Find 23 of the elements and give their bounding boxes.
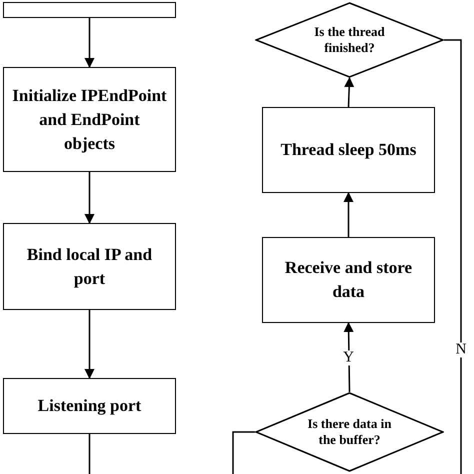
process-box	[3, 378, 176, 434]
arrow	[344, 77, 354, 108]
process-box	[3, 223, 176, 310]
arrow	[344, 322, 354, 392]
edge-label: N	[454, 342, 468, 358]
edge-label: Y	[342, 350, 355, 366]
node-text: Bind local IP and port	[26, 244, 154, 290]
arrow	[84, 310, 94, 379]
node-text: Is there data in the buffer?	[306, 416, 392, 448]
process-box	[262, 107, 435, 193]
node-text: Receive and store data	[284, 257, 414, 303]
node-text: Listening port	[38, 395, 142, 417]
process-box	[3, 2, 176, 18]
decision-diamond	[255, 392, 444, 472]
process-box	[3, 67, 176, 172]
node-text: Thread sleep 50ms	[280, 139, 416, 161]
arrow	[84, 172, 94, 224]
process-box	[262, 237, 435, 323]
node-text: Initialize IPEndPoint and EndPoint objects	[12, 84, 167, 155]
node-text: Is the thread finished?	[313, 24, 386, 56]
arrow	[344, 192, 354, 237]
decision-diamond	[255, 2, 444, 78]
arrow	[84, 18, 94, 68]
